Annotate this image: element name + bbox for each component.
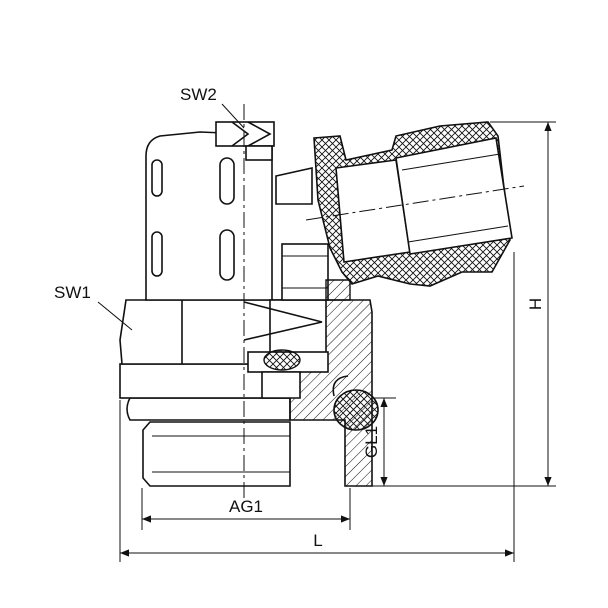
dimension-h: H [526, 122, 552, 486]
seal-groove [126, 397, 291, 421]
sw1-label: SW1 [54, 283, 91, 302]
angled-outlet [313, 121, 513, 287]
dimension-gl1: GL1 [362, 398, 388, 486]
dimension-ag1: AG1 [142, 497, 350, 523]
h-label: H [526, 298, 545, 310]
hex-nut [119, 299, 301, 365]
leader-sw2: SW2 [180, 85, 245, 129]
center-lines [243, 104, 525, 498]
ag1-label: AG1 [229, 497, 263, 516]
leader-sw1: SW1 [54, 283, 133, 331]
extension-lines [119, 121, 556, 562]
gl1-label: GL1 [362, 426, 381, 458]
sw2-label: SW2 [180, 85, 217, 104]
sectioned-housing [243, 299, 379, 487]
thread-spigot [142, 421, 291, 487]
dimension-l: L [120, 531, 514, 557]
inner-bore [275, 167, 351, 301]
l-label: L [313, 531, 322, 550]
sw2-head [215, 121, 275, 161]
